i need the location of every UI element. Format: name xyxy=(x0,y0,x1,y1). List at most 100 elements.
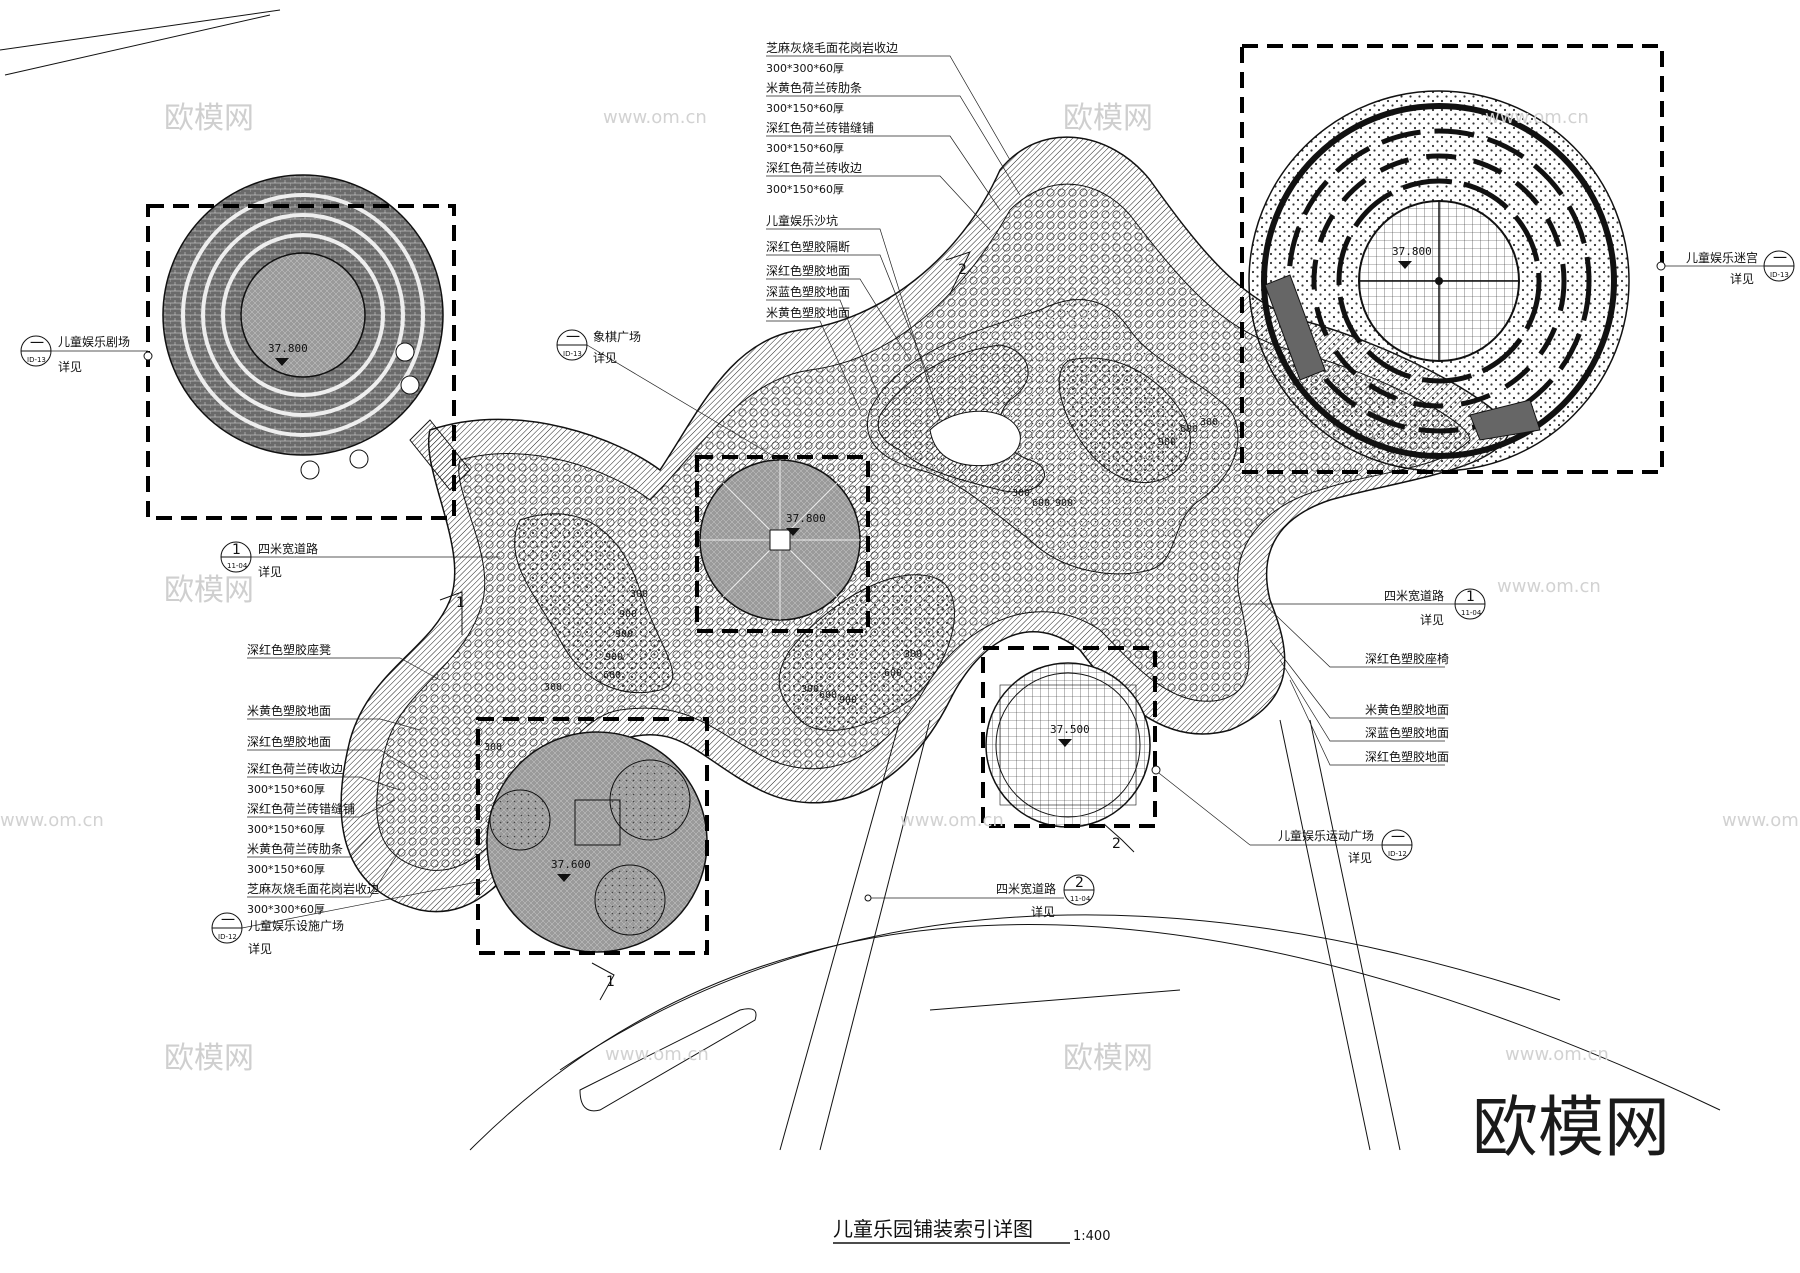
svg-text:www.om.cn: www.om.cn xyxy=(1722,810,1800,831)
section-mark-2-bottom: 2 xyxy=(1103,823,1135,853)
svg-text:米黄色塑胶地面: 米黄色塑胶地面 xyxy=(1365,702,1449,717)
svg-text:儿童娱乐剧场: 儿童娱乐剧场 xyxy=(58,334,130,349)
svg-text:37.600: 37.600 xyxy=(551,858,591,871)
svg-text:深红色荷兰砖错缝铺: 深红色荷兰砖错缝铺 xyxy=(766,120,874,135)
theater-connector xyxy=(409,419,471,491)
svg-text:一: 一 xyxy=(1773,251,1787,267)
svg-text:900: 900 xyxy=(615,629,633,640)
svg-text:300: 300 xyxy=(904,649,922,660)
detail-box-facility xyxy=(476,717,709,955)
children-maze xyxy=(1248,90,1630,472)
svg-text:一: 一 xyxy=(30,336,44,352)
contour-dims-west: 300 900 900 900 600 300 300 xyxy=(484,589,648,753)
park-inner-paving xyxy=(376,183,1471,871)
index-ref-facility: 一 ID-12 儿童娱乐设施广场 详见 xyxy=(211,879,488,956)
sand-pit-area xyxy=(778,574,955,731)
elevation-sports: 37.500 xyxy=(1050,723,1090,747)
svg-text:芝麻灰烧毛面花岗岩收边: 芝麻灰烧毛面花岗岩收边 xyxy=(247,881,379,896)
svg-text:欧模网: 欧模网 xyxy=(1063,1041,1153,1076)
elevation-theater: 37.800 xyxy=(268,342,308,366)
svg-text:1: 1 xyxy=(606,974,615,990)
svg-text:儿童娱乐设施广场: 儿童娱乐设施广场 xyxy=(248,918,344,933)
svg-text:详见: 详见 xyxy=(258,564,282,579)
svg-text:300*300*60厚: 300*300*60厚 xyxy=(247,903,325,916)
svg-text:详见: 详见 xyxy=(1730,271,1754,286)
index-ref-road-left: 1 11-04 四米宽道路 详见 xyxy=(220,541,500,579)
svg-text:300*150*60厚: 300*150*60厚 xyxy=(766,102,844,115)
svg-text:儿童娱乐迷宫: 儿童娱乐迷宫 xyxy=(1686,250,1758,265)
elevation-chess: 37.800 xyxy=(786,512,826,536)
svg-text:儿童娱乐运动广场: 儿童娱乐运动广场 xyxy=(1278,828,1374,843)
index-ref-maze: 一 ID-13 儿童娱乐迷宫 详见 xyxy=(1656,250,1795,286)
svg-text:ID-13: ID-13 xyxy=(27,356,46,364)
svg-text:ID-12: ID-12 xyxy=(218,933,237,941)
drawing-title: 儿童乐园铺装索引详图 1:400 xyxy=(833,1217,1110,1244)
svg-text:300: 300 xyxy=(630,589,648,600)
svg-text:37.500: 37.500 xyxy=(1050,723,1090,736)
sand-pit-area xyxy=(514,513,674,694)
children-theater xyxy=(162,174,444,480)
svg-text:www.om.cn: www.om.cn xyxy=(900,810,1004,831)
svg-text:儿童娱乐沙坑: 儿童娱乐沙坑 xyxy=(766,213,838,228)
svg-text:37.800: 37.800 xyxy=(268,342,308,355)
svg-text:600: 600 xyxy=(819,690,837,701)
svg-text:300: 300 xyxy=(484,742,502,753)
svg-text:详见: 详见 xyxy=(593,350,617,365)
svg-text:www.om.cn: www.om.cn xyxy=(0,810,104,831)
svg-text:11-04: 11-04 xyxy=(1070,895,1091,903)
section-mark-1-bottom: 1 xyxy=(591,962,615,1001)
svg-text:300*300*60厚: 300*300*60厚 xyxy=(766,62,844,75)
svg-text:ID-13: ID-13 xyxy=(563,350,582,358)
svg-text:详见: 详见 xyxy=(58,359,82,374)
median-strip xyxy=(579,1008,757,1112)
svg-text:www.om.cn: www.om.cn xyxy=(1505,1044,1609,1065)
svg-text:儿童乐园铺装索引详图: 儿童乐园铺装索引详图 xyxy=(833,1217,1033,1241)
svg-text:www.om.cn: www.om.cn xyxy=(605,1044,709,1065)
sports-plaza xyxy=(985,662,1151,828)
svg-text:详见: 详见 xyxy=(248,941,272,956)
svg-text:300*150*60厚: 300*150*60厚 xyxy=(247,823,325,836)
road-line xyxy=(779,719,901,1151)
brand-watermark: 欧模网 xyxy=(1472,1089,1670,1166)
index-ref-theater: 一 ID-13 儿童娱乐剧场 详见 xyxy=(20,334,153,374)
svg-text:www.om.cn: www.om.cn xyxy=(1485,107,1589,128)
svg-text:欧模网: 欧模网 xyxy=(164,1041,254,1076)
svg-text:1: 1 xyxy=(232,542,241,558)
svg-text:深红色荷兰砖收边: 深红色荷兰砖收边 xyxy=(247,761,343,776)
sand-pit-inner xyxy=(929,410,1021,467)
svg-text:www.om.cn: www.om.cn xyxy=(1497,576,1601,597)
index-ref-road-right: 1 11-04 四米宽道路 详见 xyxy=(1240,588,1486,627)
svg-text:600: 600 xyxy=(603,670,621,681)
road-line xyxy=(819,719,931,1151)
svg-text:欧模网: 欧模网 xyxy=(164,573,254,608)
facility-plaza xyxy=(486,731,708,953)
svg-text:深红色塑胶地面: 深红色塑胶地面 xyxy=(766,263,850,278)
svg-text:www.om.cn: www.om.cn xyxy=(603,107,707,128)
svg-text:深红色荷兰砖错缝铺: 深红色荷兰砖错缝铺 xyxy=(247,801,355,816)
svg-text:深红色塑胶地面: 深红色塑胶地面 xyxy=(1365,749,1449,764)
main-road-arc xyxy=(559,914,1561,1071)
svg-text:300: 300 xyxy=(1200,417,1218,428)
svg-text:深红色塑胶座椅: 深红色塑胶座椅 xyxy=(1365,651,1449,666)
svg-text:900: 900 xyxy=(605,652,623,663)
median-strip xyxy=(929,989,1181,1011)
svg-text:米黄色塑胶地面: 米黄色塑胶地面 xyxy=(766,305,850,320)
svg-text:详见: 详见 xyxy=(1031,904,1055,919)
svg-text:300*150*60厚: 300*150*60厚 xyxy=(247,863,325,876)
svg-text:深红色塑胶地面: 深红色塑胶地面 xyxy=(247,734,331,749)
svg-text:详见: 详见 xyxy=(1420,612,1444,627)
svg-text:一: 一 xyxy=(221,913,235,929)
svg-text:一: 一 xyxy=(1391,830,1405,846)
site-boundary-line xyxy=(4,14,271,76)
svg-text:深红色荷兰砖收边: 深红色荷兰砖收边 xyxy=(766,160,862,175)
svg-text:11-04: 11-04 xyxy=(1461,609,1482,617)
elevation-facility: 37.600 xyxy=(551,858,591,882)
svg-text:900: 900 xyxy=(1158,437,1176,448)
callout-stack-top: 芝麻灰烧毛面花岗岩收边 300*300*60厚 米黄色荷兰砖肋条 300*150… xyxy=(766,40,1021,421)
detail-box-sports xyxy=(981,646,1157,828)
detail-box-maze xyxy=(1240,44,1664,474)
index-ref-chess: 一 ID-13 象棋广场 详见 xyxy=(556,329,781,461)
svg-text:米黄色塑胶地面: 米黄色塑胶地面 xyxy=(247,703,331,718)
site-boundary-line xyxy=(0,9,281,51)
